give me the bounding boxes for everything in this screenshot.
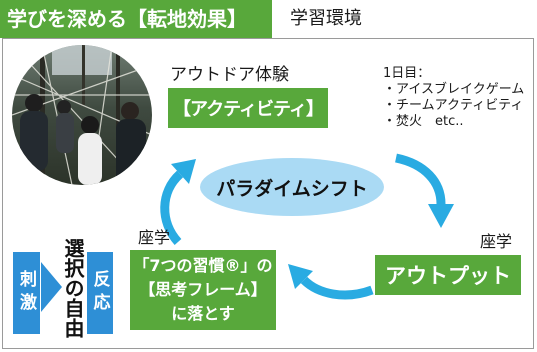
paradigm-shift-label: パラダイムシフト: [216, 177, 368, 200]
curved-arrow-icon-up: [160, 159, 196, 246]
schedule-list: 1日目： ・アイスブレイクゲーム ・チームアクティビティ ・焚火 etc..: [383, 66, 524, 130]
list-item: ・チームアクティビティ: [383, 98, 524, 113]
activity-caption: アウトドア体験: [170, 65, 289, 85]
person-center: [78, 116, 102, 185]
habits-line: 【思考フレーム】: [139, 280, 267, 299]
habits-line: に落とす: [171, 304, 235, 323]
curved-arrow-icon-down: [394, 153, 454, 228]
person-back: [56, 100, 74, 153]
output-label: アウトプット: [385, 264, 511, 288]
slide-frame: [2, 38, 534, 349]
triangle-right-icon: [41, 262, 62, 312]
slide-title: 学びを深める【転地効果】: [0, 0, 272, 38]
paradigm-shift-ellipse: パラダイムシフト: [200, 158, 384, 216]
habits-box: 「7つの習慣®」の 【思考フレーム】 に落とす: [130, 250, 276, 330]
schedule-day: 1日目：: [383, 66, 431, 81]
list-item: ・アイスブレイクゲーム: [383, 82, 525, 97]
stimulus-label: 刺激: [16, 270, 36, 316]
habits-caption: 座学: [138, 228, 171, 247]
curved-arrow-icon-left: [288, 264, 374, 300]
slide-subtitle: 学習環境: [290, 8, 362, 29]
choice-label: 選択の自由: [61, 238, 85, 338]
response-label: 反応: [89, 270, 110, 316]
habits-line: 「7つの習慣®」の: [133, 256, 273, 275]
response-box: 反応: [87, 252, 113, 334]
output-box: アウトプット: [375, 255, 521, 295]
activity-photo: [12, 45, 152, 185]
output-caption: 座学: [480, 232, 513, 251]
stimulus-box: 刺激: [13, 252, 40, 334]
list-item: ・焚火 etc..: [383, 114, 464, 129]
activity-label: 【アクティビティ】: [173, 99, 324, 120]
person-left: [20, 94, 48, 171]
activity-box: 【アクティビティ】: [168, 88, 328, 128]
choice-freedom: 選択の自由: [61, 238, 86, 344]
